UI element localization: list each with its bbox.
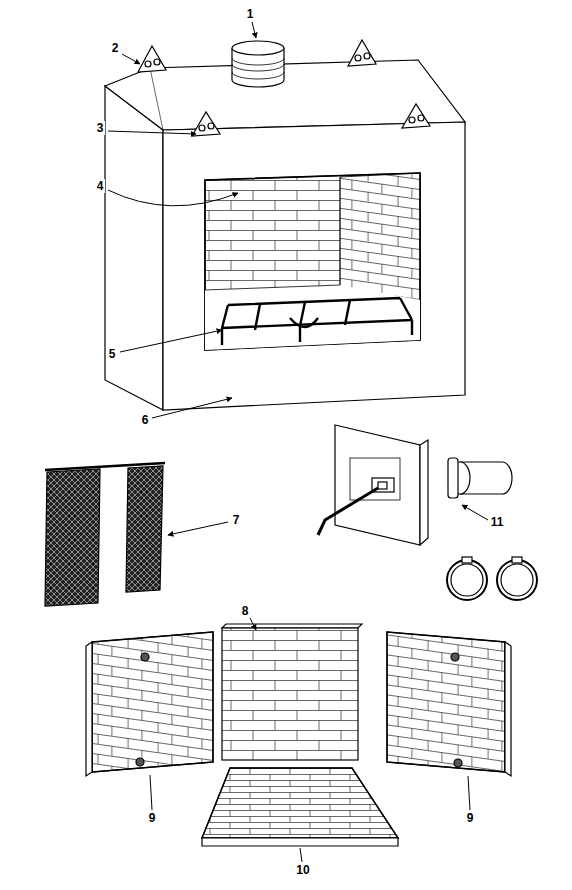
callout-number: 11 bbox=[489, 515, 506, 529]
gas-kit bbox=[318, 425, 537, 600]
callout-number: 6 bbox=[140, 413, 151, 427]
callout-number: 9 bbox=[465, 811, 476, 825]
nailing-bracket bbox=[138, 40, 430, 136]
callout-number: 1 bbox=[245, 7, 256, 21]
callout-number: 8 bbox=[240, 604, 251, 618]
callout-number: 7 bbox=[231, 513, 242, 527]
firebox-housing bbox=[105, 60, 465, 410]
callout-number: 4 bbox=[95, 179, 106, 193]
callout-number: 5 bbox=[107, 347, 118, 361]
callout-number: 9 bbox=[147, 811, 158, 825]
refractory-panels bbox=[86, 624, 511, 846]
leader-lines bbox=[108, 22, 488, 862]
callout-number: 3 bbox=[95, 121, 106, 135]
fire-screen bbox=[45, 463, 165, 606]
fire-grate bbox=[222, 298, 412, 345]
flue-collar bbox=[232, 41, 284, 87]
callout-number: 10 bbox=[294, 863, 311, 877]
callout-number: 2 bbox=[110, 41, 121, 55]
